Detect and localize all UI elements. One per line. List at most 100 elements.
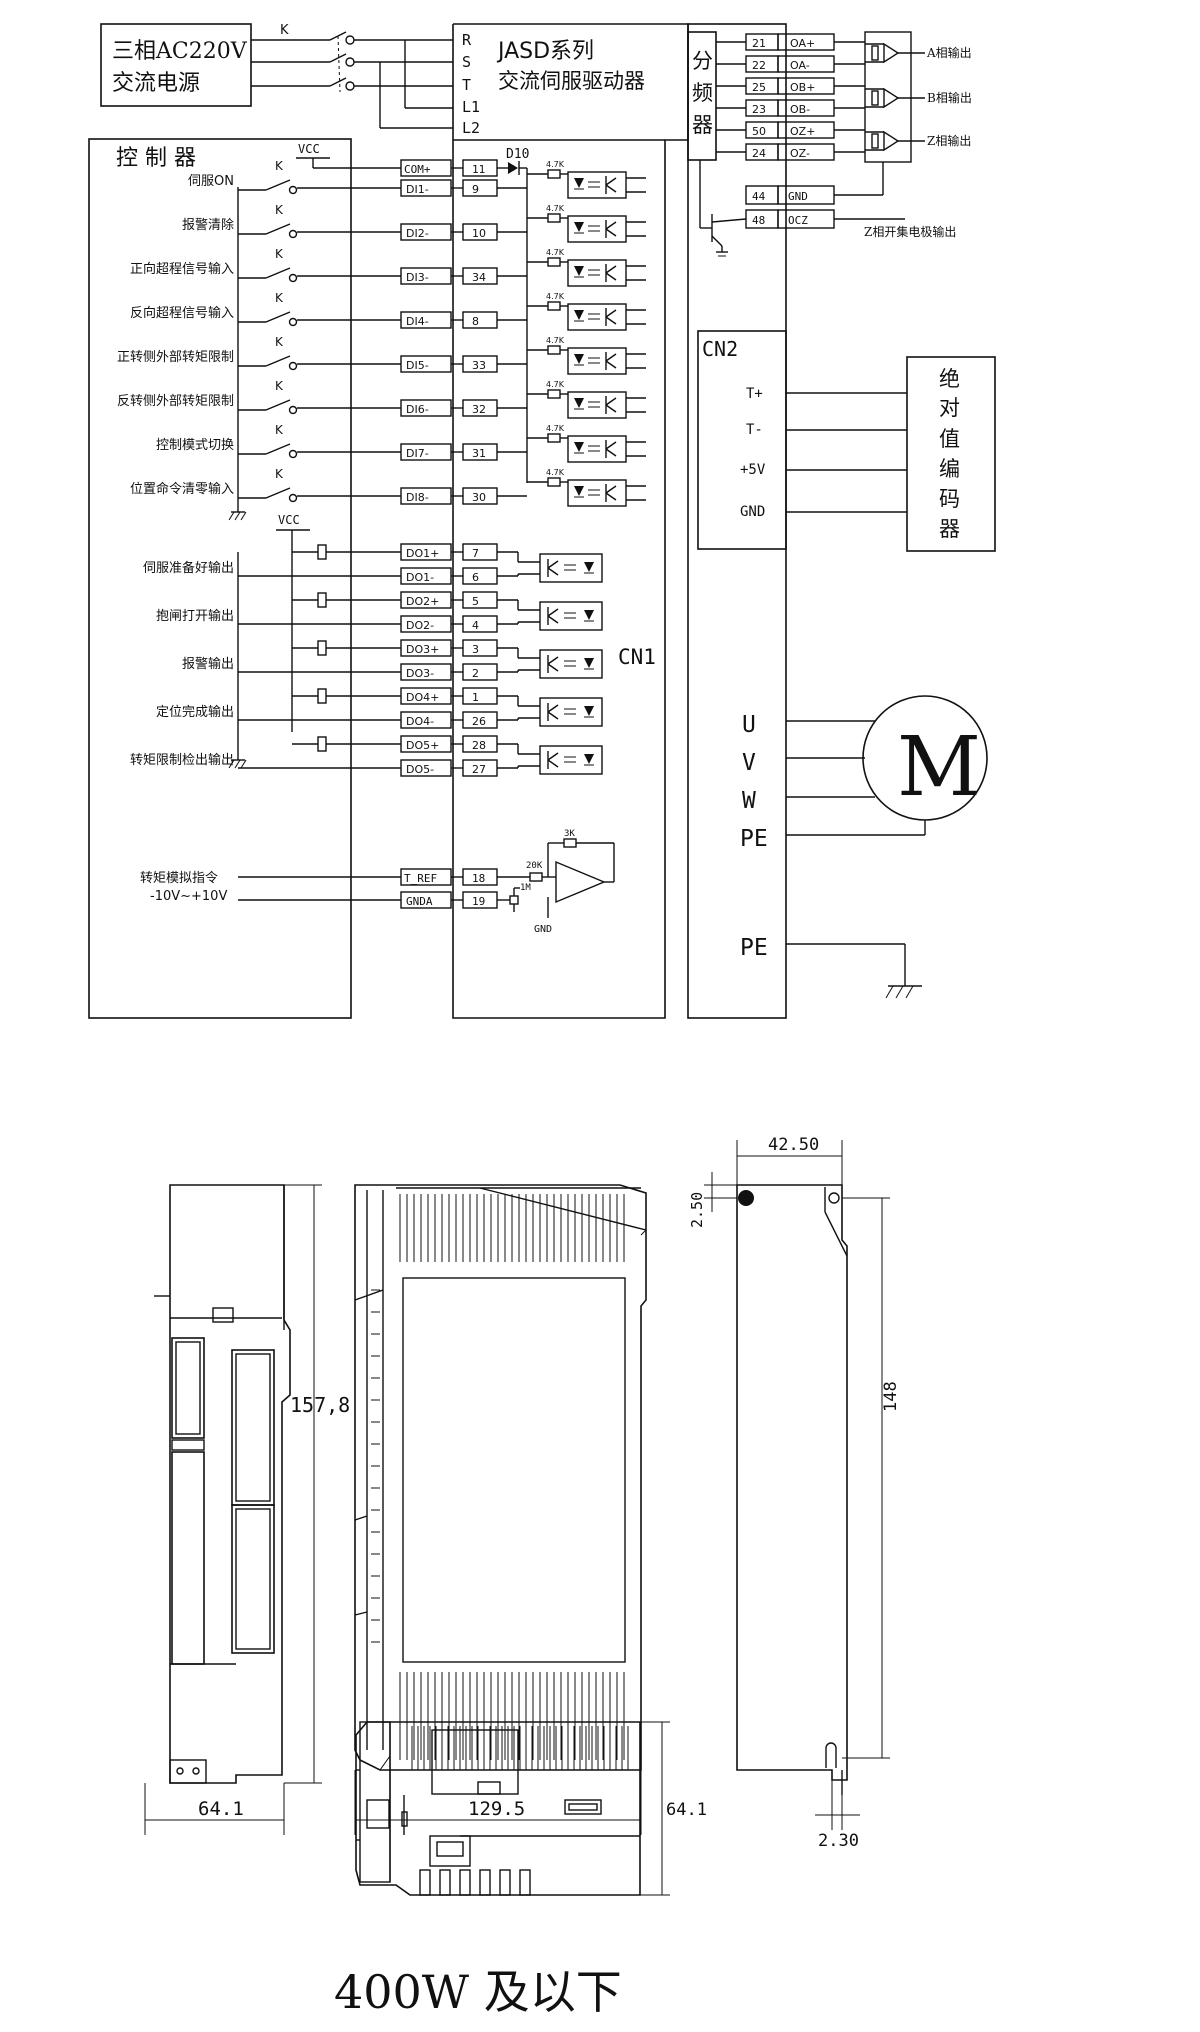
phase-z-label: Z相输出 <box>927 133 971 148</box>
r-feedback-label: 3K <box>564 829 575 839</box>
encoder-char-4: 编 <box>939 457 960 481</box>
input-vcc-label: VCC <box>298 142 320 156</box>
output-terminal-pin: 6 <box>472 571 479 584</box>
output-terminal-name: DO2- <box>406 619 434 632</box>
tref-name: T_REF <box>404 872 437 885</box>
encoder-output-name: OB- <box>790 103 810 116</box>
motor-label: M <box>897 720 981 815</box>
input-label: 正转侧外部转矩限制 <box>117 350 234 365</box>
receiver-z <box>865 130 925 152</box>
ocz-terminal-pin: 48 <box>752 214 765 227</box>
motor-terminal-w: W <box>742 788 756 814</box>
cn2-pin-gnd: GND <box>740 504 765 520</box>
output-terminal-name: DO4+ <box>406 691 439 704</box>
dim-front-width: 64.1 <box>198 1798 244 1820</box>
motor-circle <box>862 695 988 821</box>
main-switch: K <box>251 23 453 129</box>
input-switch-label: K <box>275 291 284 305</box>
encoder-output-pin: 50 <box>752 125 766 138</box>
input-resistor-label: 4.7K <box>546 248 565 257</box>
encoder-char-3: 值 <box>939 427 960 451</box>
encoder-char-1: 绝 <box>939 367 960 391</box>
controller-box <box>88 138 352 1019</box>
encoder-char-5: 码 <box>939 487 960 511</box>
divider-box <box>687 31 717 161</box>
dim-front-height: 157,8 <box>290 1393 350 1417</box>
output-terminal-name: DO3- <box>406 667 434 680</box>
output-terminal-pin: 28 <box>472 739 486 752</box>
tref-pin: 18 <box>472 872 485 885</box>
cn2-pin-t-plus: T+ <box>746 386 763 402</box>
digital-inputs: 伺服ONKDI1-94.7K报警清除KDI2-104.7K正向超程信号输入KDI… <box>117 159 646 507</box>
analog-gnd-label: GND <box>534 924 552 935</box>
digital-outputs: 伺服准备好输出DO1+7DO1-6抱闸打开输出DO2+5DO2-4报警输出DO3… <box>130 543 603 777</box>
output-label: 定位完成输出 <box>156 704 234 720</box>
input-switch-label: K <box>275 335 284 349</box>
diode-label: D10 <box>506 147 529 162</box>
input-resistor-label: 4.7K <box>546 380 565 389</box>
driver-title-2: 交流伺服驱动器 <box>498 69 645 93</box>
analog-label-1: 转矩模拟指令 <box>140 871 218 886</box>
analog-label-2: -10V~+10V <box>150 889 227 904</box>
encoder-output-pin: 24 <box>752 147 766 160</box>
input-terminal-pin: 33 <box>472 359 486 372</box>
dim-top-depth: 64.1 <box>666 1800 707 1820</box>
output-terminal-name: DO1- <box>406 571 434 584</box>
output-terminal-name: DO5- <box>406 763 434 776</box>
output-terminal-name: DO2+ <box>406 595 439 608</box>
input-resistor-label: 4.7K <box>546 204 565 213</box>
analog-input: 转矩模拟指令 -10V~+10V T_REF 18 GNDA 19 20K 1M… <box>140 829 615 935</box>
motor-terminal-pe: PE <box>740 826 768 852</box>
output-terminal-name: DO4- <box>406 715 434 728</box>
driver-outline <box>452 23 787 1019</box>
encoder-char-6: 器 <box>939 517 960 541</box>
ocz-label: Z相开集电极输出 <box>864 224 956 239</box>
top-vents <box>411 1726 629 1770</box>
input-terminal-name: DI6- <box>406 403 429 416</box>
output-terminal-name: DO1+ <box>406 547 439 560</box>
input-terminal-name: DI1- <box>406 183 429 196</box>
cn1-label: CN1 <box>618 645 656 669</box>
input-row: 正转侧外部转矩限制 K DI5- 33 4.7K <box>117 335 646 375</box>
controller-title: 控 制 器 <box>116 146 196 171</box>
input-terminal-name: DI7- <box>406 447 429 460</box>
gnd-terminal-pin: 44 <box>752 190 766 203</box>
divider-char-2: 频 <box>692 81 713 105</box>
input-terminal-name: DI5- <box>406 359 429 372</box>
output-terminal-pin: 3 <box>472 643 479 656</box>
input-terminal-pin: 10 <box>472 227 486 240</box>
receiver-a <box>865 42 925 64</box>
input-label: 伺服ON <box>188 174 234 189</box>
cn2-label: CN2 <box>702 337 738 361</box>
input-terminal-pin: 34 <box>472 271 486 284</box>
caption: 400W 及以下 <box>334 1965 622 2019</box>
com-terminal-name: COM+ <box>404 163 431 176</box>
gnd-terminal-name: GND <box>788 190 808 203</box>
input-terminal-pin: 30 <box>472 491 486 504</box>
output-terminal-pin: 27 <box>472 763 486 776</box>
input-terminal-name: DI4- <box>406 315 429 328</box>
r-bias-label: 1M <box>520 883 531 893</box>
dim-back-offset: 2.50 <box>688 1192 706 1228</box>
ocz-transistor <box>699 160 747 257</box>
input-label: 反向超程信号输入 <box>130 305 234 321</box>
absolute-encoder-box <box>906 356 996 552</box>
input-label: 正向超程信号输入 <box>130 261 234 277</box>
phase-a-label: A相输出 <box>926 45 972 60</box>
output-terminal-pin: 26 <box>472 715 486 728</box>
output-terminal-pin: 7 <box>472 547 479 560</box>
output-terminal-pin: 5 <box>472 595 479 608</box>
terminal-t: T <box>462 76 471 94</box>
output-label: 报警输出 <box>182 656 234 672</box>
back-view <box>736 1184 848 1795</box>
cn2-pin-5v: +5V <box>740 462 766 478</box>
input-resistor-label: 4.7K <box>546 336 565 345</box>
